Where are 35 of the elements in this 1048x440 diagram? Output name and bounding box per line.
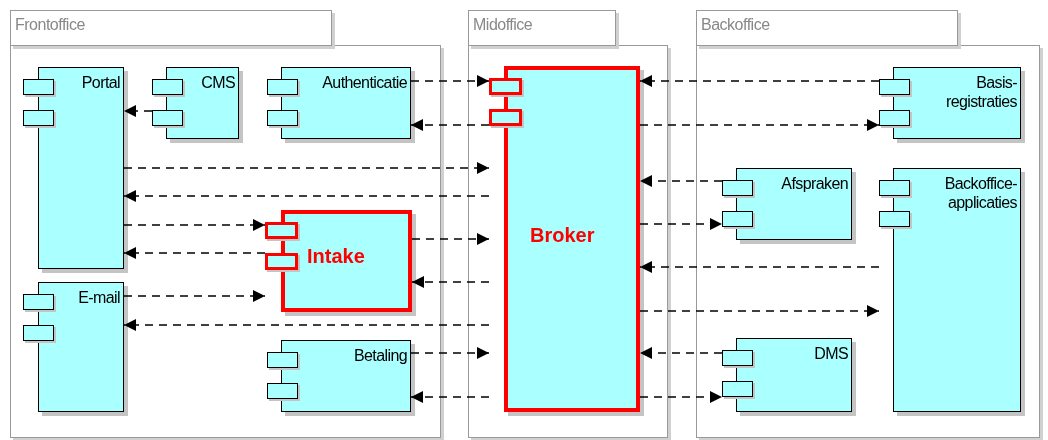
component-label: Afspraken: [781, 174, 848, 193]
dashed-arrow: [410, 347, 490, 359]
dashed-arrow: [639, 218, 723, 230]
component-label: CMS: [201, 73, 235, 92]
dashed-arrow: [123, 290, 266, 302]
dashed-arrow: [123, 105, 153, 117]
dashed-arrow: [123, 247, 266, 259]
dashed-arrow: [639, 75, 880, 87]
dashed-arrow: [410, 75, 490, 87]
component-label: Authenticatie: [322, 73, 407, 92]
component-label: Basis-registraties: [944, 73, 1017, 111]
dashed-arrow: [639, 391, 723, 403]
dashed-arrow: [639, 119, 880, 131]
component-label: DMS: [814, 344, 848, 363]
component-label: Broker: [530, 226, 595, 245]
package-label: Midoffice: [473, 16, 533, 34]
package-label: Frontoffice: [15, 16, 85, 34]
component-label: Intake: [307, 247, 365, 266]
dashed-arrow: [411, 276, 490, 288]
dashed-arrow: [639, 261, 880, 273]
package-label: Backoffice: [701, 16, 770, 34]
dashed-arrow: [123, 190, 490, 202]
dashed-arrow: [123, 219, 266, 231]
dashed-arrow: [411, 233, 490, 245]
component-label: Backoffice-applicaties: [943, 174, 1017, 212]
dashed-arrow: [410, 119, 490, 131]
dashed-arrow: [123, 162, 490, 174]
component-label: Betaling: [353, 346, 407, 365]
dashed-arrow: [639, 305, 880, 317]
component-label: E-mail: [78, 288, 120, 307]
dashed-arrow: [410, 391, 490, 403]
dashed-arrow: [639, 347, 723, 359]
dashed-arrow: [123, 319, 490, 331]
component-label: Portal: [81, 73, 120, 92]
dashed-arrow: [639, 175, 723, 187]
